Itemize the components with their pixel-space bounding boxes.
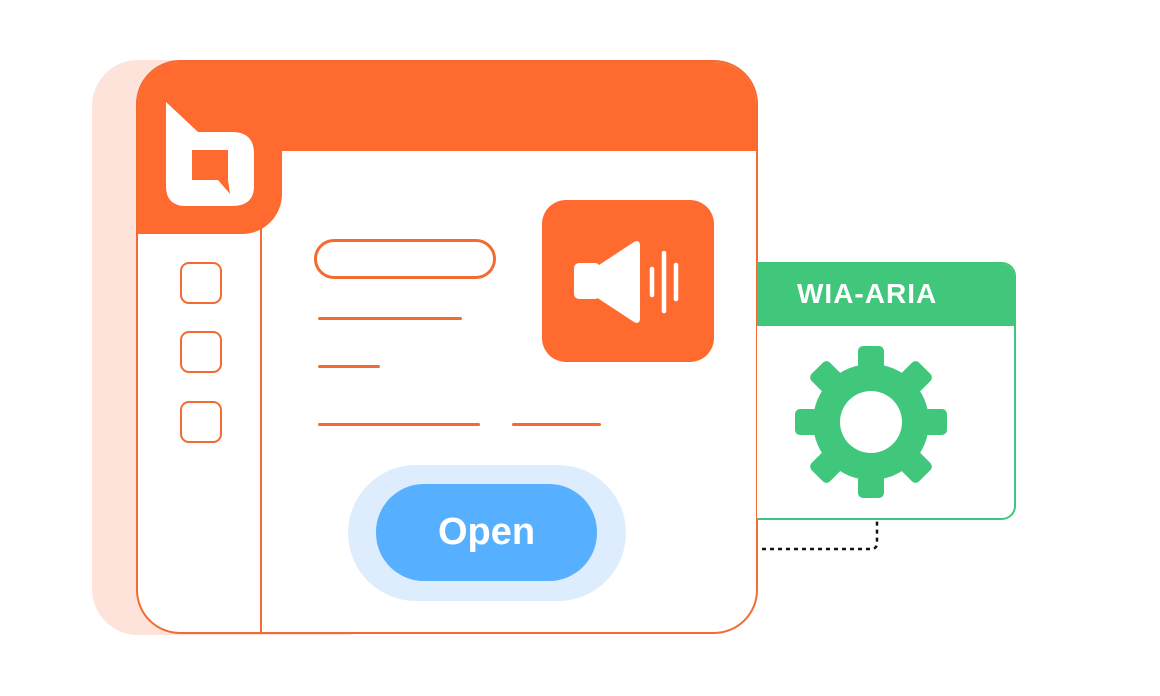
aria-panel-title: WIA-ARIA (797, 278, 938, 309)
sidebar-divider (260, 151, 262, 632)
speaker-sound-icon (574, 241, 679, 323)
app-logo (138, 62, 282, 234)
sidebar-checkbox-2[interactable] (180, 331, 222, 373)
aria-panel-header (757, 264, 1014, 326)
text-line-4 (512, 423, 601, 426)
text-line-2 (318, 365, 380, 368)
speech-bubble-logo-icon (166, 102, 254, 206)
gear-icon[interactable] (791, 342, 951, 502)
text-input-field[interactable] (314, 239, 496, 279)
sidebar-checkbox-3[interactable] (180, 401, 222, 443)
sidebar-checkbox-1[interactable] (180, 262, 222, 304)
text-line-1 (318, 317, 462, 320)
aria-settings-panel: WIA-ARIA (757, 262, 1016, 520)
text-line-3 (318, 423, 480, 426)
open-button[interactable]: Open (376, 484, 597, 581)
audio-button[interactable] (542, 200, 714, 362)
